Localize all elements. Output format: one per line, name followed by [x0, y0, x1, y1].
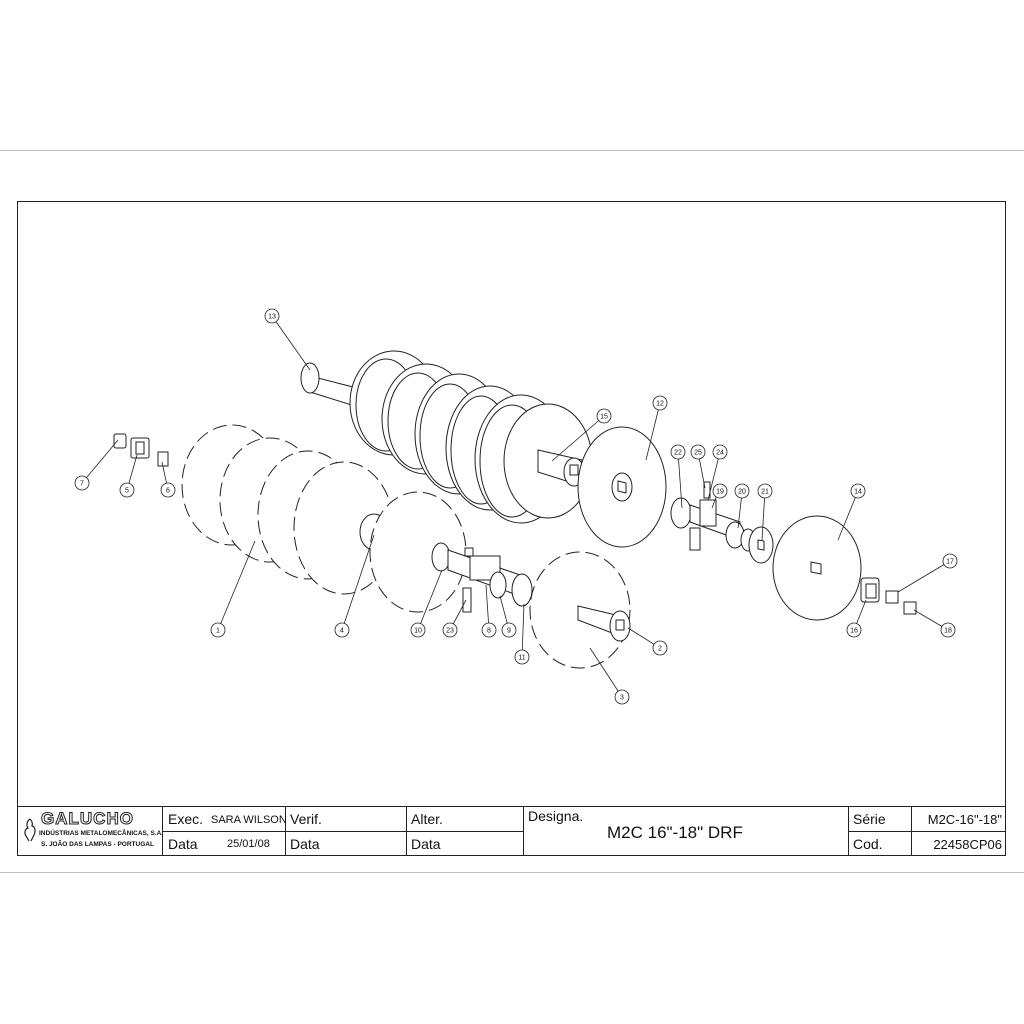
- callout-7: 7: [80, 481, 84, 488]
- callout-24-circle: [712, 444, 728, 460]
- callout-11: 11: [518, 655, 525, 662]
- callout-25: 25: [694, 450, 702, 457]
- callout-20: 20: [738, 489, 746, 496]
- callout-23: 23: [446, 628, 454, 635]
- end-parts-left: [113, 433, 169, 467]
- callout-14: 14: [854, 489, 862, 496]
- callout-9: 9: [507, 628, 511, 635]
- callout-3: 3: [620, 695, 624, 702]
- hub-assembly-upper: [670, 481, 774, 564]
- plain-disc-14: [772, 515, 862, 621]
- callout-8: 8: [487, 628, 491, 635]
- callout-10: 10: [414, 628, 422, 635]
- callout-4-circle: [334, 622, 350, 638]
- serie-value: M2C-16"-18": [927, 812, 1002, 827]
- callout-11-circle: [514, 649, 530, 665]
- designation-value: M2C 16"-18" DRF: [607, 823, 743, 842]
- callout-15: 15: [600, 414, 608, 421]
- callout-1-circle: [210, 622, 226, 638]
- callout-10-circle: [410, 622, 426, 638]
- callout-6-circle: [160, 482, 176, 498]
- callout-16-circle: [846, 622, 862, 638]
- callout-5: 5: [125, 488, 129, 495]
- callout-5-circle: [119, 482, 135, 498]
- designation-label: Designa.: [528, 808, 584, 824]
- notched-disc-stack: [181, 424, 467, 613]
- callout-3-circle: [614, 689, 630, 705]
- callout-17-circle: [942, 553, 958, 569]
- callout-19: 19: [716, 489, 724, 496]
- nut-18: [903, 601, 917, 615]
- callout-24: 24: [716, 450, 724, 457]
- hub-assembly-lower: [431, 542, 533, 613]
- callout-17: 17: [946, 559, 954, 566]
- callout-circles: [74, 308, 958, 705]
- callout-6: 6: [166, 488, 170, 495]
- callout-21: 21: [761, 489, 769, 496]
- exec-label: Exec.: [168, 811, 204, 827]
- notched-disc-3: [529, 551, 631, 669]
- callout-19-circle: [712, 483, 728, 499]
- callout-14-circle: [850, 483, 866, 499]
- exec-date-label: Data: [168, 836, 198, 852]
- callout-22-circle: [670, 444, 686, 460]
- callout-18-circle: [940, 622, 956, 638]
- callout-9-circle: [501, 622, 517, 638]
- callout-13-circle: [264, 308, 280, 324]
- callout-20-circle: [734, 483, 750, 499]
- callout-25-circle: [690, 444, 706, 460]
- alter-date-label: Data: [411, 836, 441, 852]
- title-block: GALUCHO INDÚSTRIAS METALOMECÂNICAS, S.A.…: [17, 806, 1006, 856]
- sheet-bottom-edge: [0, 872, 1024, 873]
- alter-label: Alter.: [411, 811, 443, 827]
- callout-13: 13: [268, 314, 276, 321]
- callout-2-circle: [652, 640, 668, 656]
- exec-date-value: 25/01/08: [227, 838, 270, 850]
- callout-12: 12: [656, 401, 664, 408]
- callout-22: 22: [674, 450, 682, 457]
- callout-15-circle: [596, 408, 612, 424]
- cod-value: 22458CP06: [933, 837, 1002, 852]
- washer-17: [885, 590, 899, 604]
- serie-label: Série: [853, 811, 886, 827]
- cod-label: Cod.: [853, 836, 883, 852]
- callout-18: 18: [944, 628, 952, 635]
- callout-12-circle: [652, 395, 668, 411]
- callout-1: 1: [216, 628, 220, 635]
- callout-23-circle: [442, 622, 458, 638]
- rooster-logo-icon: [24, 818, 36, 842]
- exec-value: SARA WILSON: [211, 814, 287, 826]
- callout-8-circle: [481, 622, 497, 638]
- verif-label: Verif.: [290, 811, 322, 827]
- plain-disc-stack: [349, 350, 593, 524]
- end-nut-16: [860, 577, 880, 603]
- company-line1: INDÚSTRIAS METALOMECÂNICAS, S.A.: [39, 830, 164, 837]
- callout-7-circle: [74, 475, 90, 491]
- company-logo: GALUCHO INDÚSTRIAS METALOMECÂNICAS, S.A.…: [17, 807, 164, 856]
- sheet-top-edge: [0, 150, 1024, 151]
- callout-2: 2: [658, 646, 662, 653]
- plain-disc-12: [577, 426, 667, 548]
- verif-date-label: Data: [290, 836, 320, 852]
- callout-16: 16: [850, 628, 858, 635]
- callout-4: 4: [340, 628, 344, 635]
- callout-21-circle: [757, 483, 773, 499]
- company-line2: S. JOÃO DAS LAMPAS - PORTUGAL: [41, 841, 154, 848]
- company-name: GALUCHO: [41, 809, 134, 829]
- drawing-frame: [17, 201, 1006, 856]
